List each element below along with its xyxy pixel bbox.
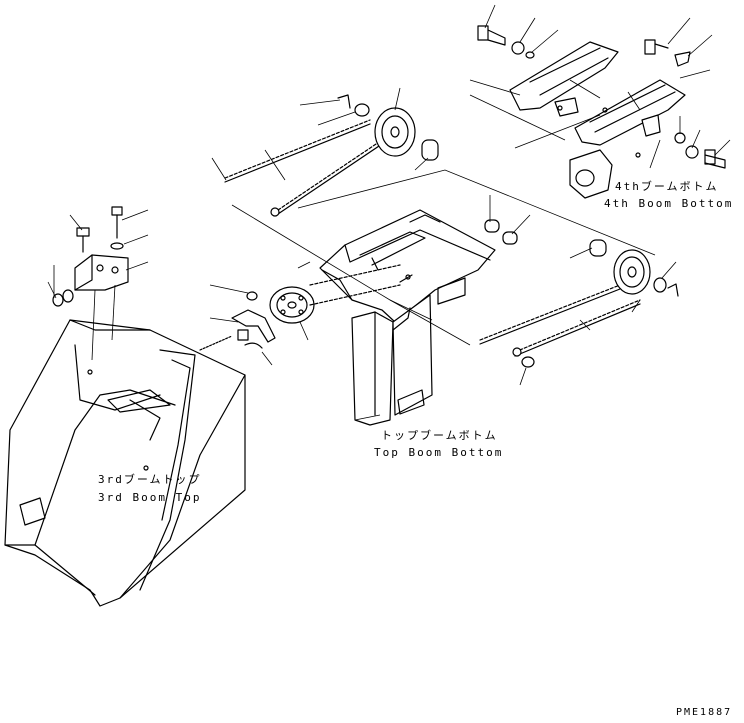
assembly-lines [231, 69, 711, 421]
label-4th-boom-bottom-en: 4th Boom Bottom [604, 197, 734, 210]
label-top-boom-bottom-jp: トップブームボトム [381, 429, 498, 442]
left-bolts-washers [47, 206, 149, 307]
anchor-rod-left [199, 284, 276, 366]
label-3rd-boom-top-en: 3rd Boom Top [98, 491, 202, 504]
mount-bracket [74, 254, 129, 361]
fourth-boom-bottom-part [509, 41, 686, 199]
label-top-boom-bottom-en: Top Boom Bottom [374, 446, 504, 459]
sheave-top [211, 87, 439, 181]
chains [224, 119, 641, 357]
third-boom-top-part [4, 319, 246, 607]
drawing-code: PME1887 [676, 707, 733, 718]
label-3rd-boom-top-jp: 3rdブームトップ [98, 473, 202, 486]
top-boom-bottom-part [319, 209, 496, 426]
label-4th-boom-bottom-jp: 4thブームボトム [615, 180, 719, 193]
sheave-right [519, 239, 679, 386]
pins-centre [484, 195, 531, 245]
fourth-boom-bolts [469, 4, 731, 169]
sheave-left [269, 261, 315, 341]
